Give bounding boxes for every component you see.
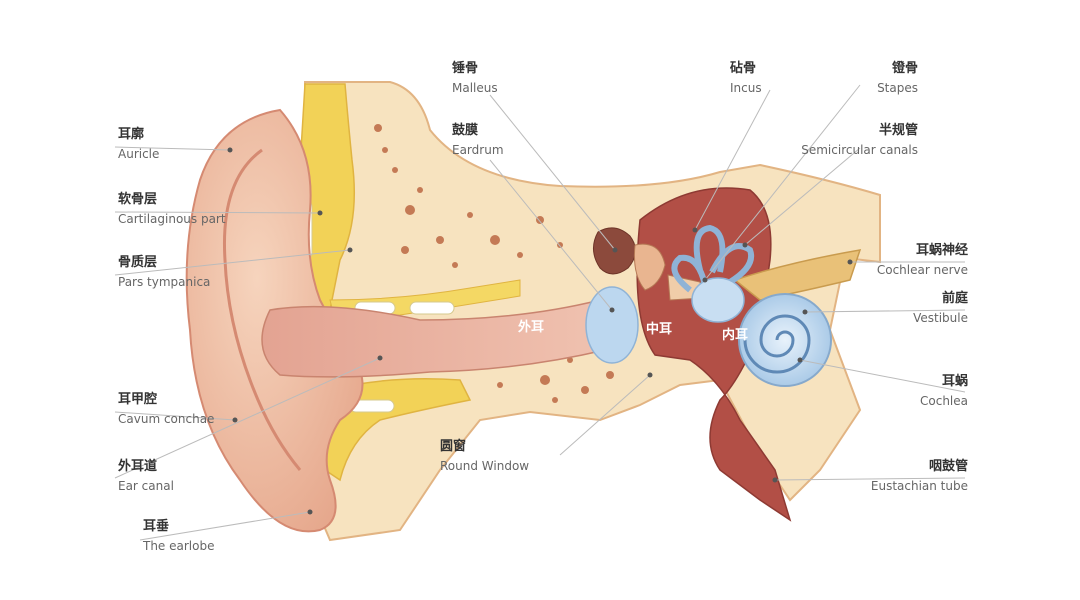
- label-incus-zh: 砧骨: [730, 61, 757, 76]
- label-cochlea-en: Cochlea: [920, 393, 968, 408]
- vestibule-shape: [691, 277, 745, 323]
- label-earlobe: 耳垂 The earlobe: [143, 519, 215, 554]
- label-malleus: 锤骨 Malleus: [452, 61, 498, 96]
- label-concha: 耳甲腔 Cavum conchae: [118, 392, 215, 427]
- label-cochlear-nerve: 耳蜗神经 Cochlear nerve: [876, 243, 968, 278]
- label-cochlea-zh: 耳蜗: [941, 374, 968, 389]
- eardrum-shape: [585, 286, 639, 364]
- label-cartilaginous-zh: 软骨层: [118, 192, 158, 207]
- label-semicircular-en: Semicircular canals: [801, 142, 918, 157]
- label-ear-canal-en: Ear canal: [118, 478, 174, 493]
- auricle-inner-fold: [222, 148, 302, 471]
- label-stapes-en: Stapes: [877, 80, 918, 95]
- label-semicircular: 半规管 Semicircular canals: [801, 123, 918, 158]
- label-earlobe-zh: 耳垂: [143, 519, 170, 534]
- label-tympanica-zh: 骨质层: [118, 255, 158, 270]
- cochlea-shape: [738, 293, 832, 387]
- label-eustachian: 咽鼓管 Eustachian tube: [870, 459, 968, 494]
- label-round-window: 圆窗 Round Window: [440, 439, 530, 474]
- label-auricle-en: Auricle: [118, 146, 160, 161]
- label-eustachian-en: Eustachian tube: [870, 478, 968, 493]
- label-stapes-zh: 镫骨: [891, 61, 918, 76]
- region-inner-ear: 内耳: [722, 328, 749, 343]
- region-middle-ear: 中耳: [646, 322, 673, 337]
- label-ear-canal: 外耳道 Ear canal: [118, 459, 174, 494]
- label-eustachian-zh: 咽鼓管: [928, 459, 968, 474]
- ear-canal-shape: [261, 299, 606, 378]
- leader-dots: [227, 147, 853, 515]
- leader-lines: [114, 84, 966, 541]
- label-vestibule-en: Vestibule: [913, 310, 968, 325]
- label-cochlear-nerve-zh: 耳蜗神经: [915, 243, 968, 258]
- label-concha-en: Cavum conchae: [118, 411, 215, 426]
- label-cochlear-nerve-en: Cochlear nerve: [876, 262, 968, 277]
- label-cochlea: 耳蜗 Cochlea: [920, 374, 968, 409]
- label-tympanica: 骨质层 Pars tympanica: [118, 255, 211, 290]
- label-malleus-en: Malleus: [452, 80, 498, 95]
- label-round-window-zh: 圆窗: [440, 439, 467, 454]
- label-incus: 砧骨 Incus: [730, 61, 762, 96]
- label-auricle: 耳廓 Auricle: [118, 127, 160, 162]
- label-concha-zh: 耳甲腔: [118, 392, 158, 407]
- label-earlobe-en: The earlobe: [143, 538, 215, 553]
- label-eardrum-zh: 鼓膜: [452, 123, 479, 138]
- label-cartilaginous-en: Cartilaginous part: [118, 211, 226, 226]
- label-round-window-en: Round Window: [440, 458, 530, 473]
- label-ear-canal-zh: 外耳道: [118, 459, 158, 474]
- label-auricle-zh: 耳廓: [118, 127, 145, 142]
- label-cartilaginous: 软骨层 Cartilaginous part: [118, 192, 226, 227]
- label-malleus-zh: 锤骨: [452, 61, 479, 76]
- label-semicircular-zh: 半规管: [878, 123, 918, 138]
- label-eardrum: 鼓膜 Eardrum: [452, 123, 504, 158]
- label-tympanica-en: Pars tympanica: [118, 274, 211, 289]
- label-incus-en: Incus: [730, 80, 762, 95]
- label-stapes: 镫骨 Stapes: [877, 61, 918, 96]
- semicircular-canals-shape: [671, 224, 754, 293]
- label-eardrum-en: Eardrum: [452, 142, 504, 157]
- incus-shape: [634, 243, 666, 291]
- label-vestibule-zh: 前庭: [941, 291, 968, 306]
- label-vestibule: 前庭 Vestibule: [913, 291, 968, 326]
- region-outer-ear: 外耳: [518, 320, 545, 335]
